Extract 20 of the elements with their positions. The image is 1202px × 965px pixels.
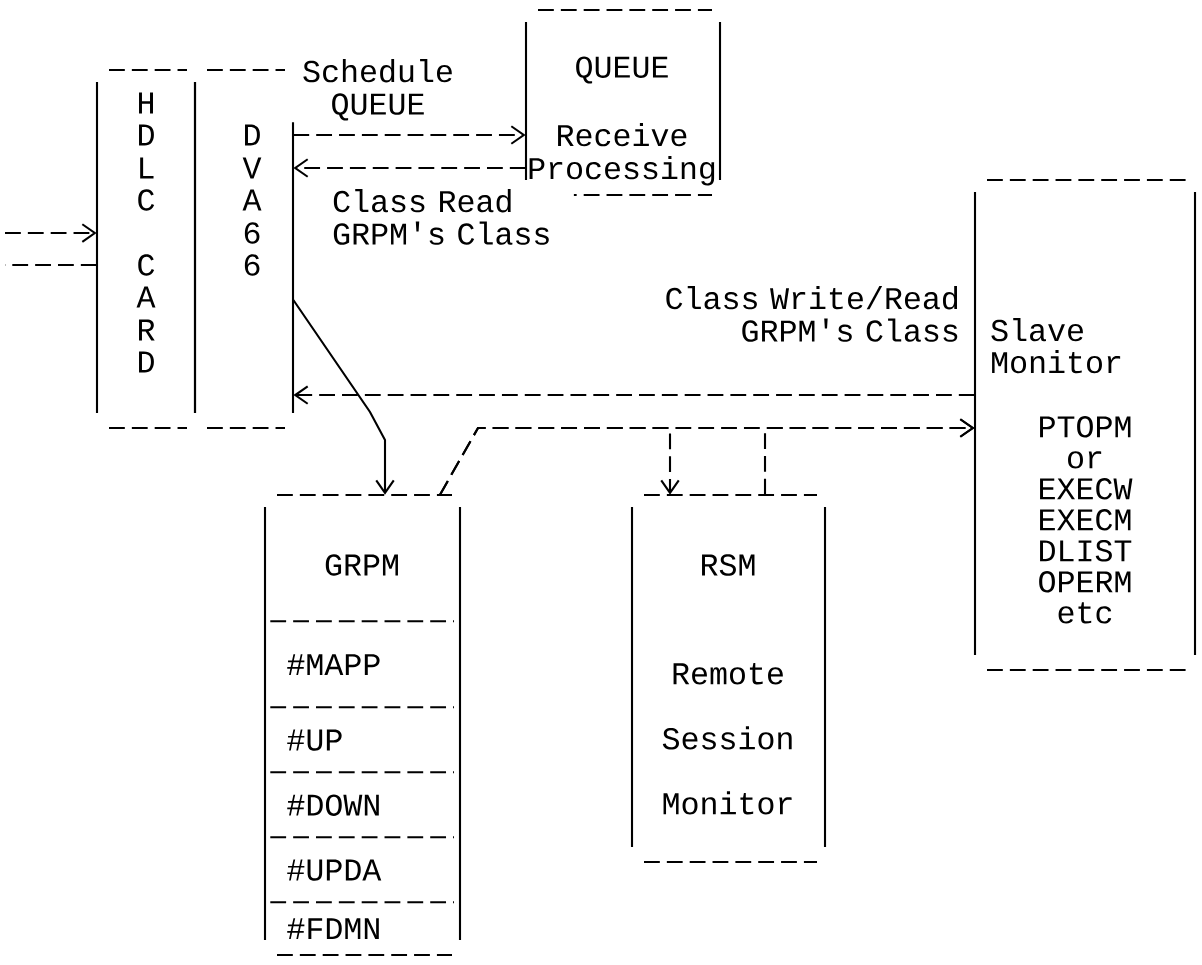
box-compartment: #UPDA: [270, 836, 454, 881]
arrow: [292, 299, 395, 495]
arrow: [439, 426, 680, 496]
box-compartment: #DOWN: [270, 771, 454, 816]
column-box: D V A 6 6: [193, 68, 295, 430]
box-compartment: #FDMN: [270, 901, 454, 940]
box-compartment: #UP: [270, 706, 454, 751]
box-compartment: #MAPP: [270, 620, 454, 676]
arrow: [5, 223, 97, 243]
arrow: [293, 125, 526, 145]
process-box: QUEUE Receive Processing: [524, 8, 722, 197]
edge-label: Class Write/Read GRPM's Class: [658, 284, 962, 344]
column-box: H D L C C A R D: [95, 68, 197, 430]
arrow: [293, 385, 975, 405]
process-box: Slave Monitor PTOPM or EXECW EXECM DLIST OPERM etc: [973, 178, 1197, 672]
process-box: RSM Remote Session Monitor: [630, 493, 827, 864]
edge-label: Schedule QUEUE: [288, 57, 468, 123]
edge-label: Class Read GRPM's Class: [330, 187, 574, 247]
arrow: [293, 158, 526, 178]
arrow: [763, 418, 975, 495]
